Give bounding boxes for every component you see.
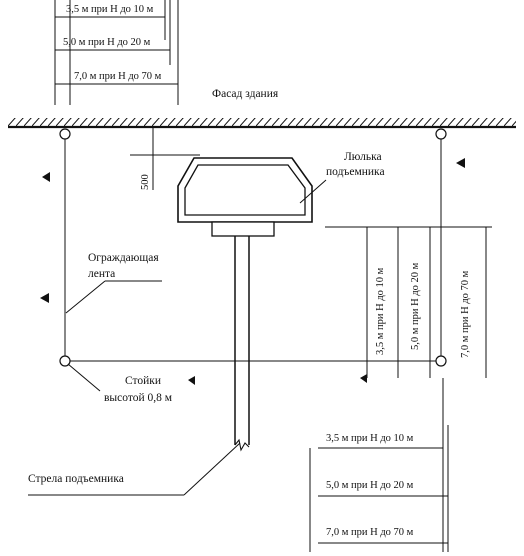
bottom-dimension-3-5: 3,5 м при Н до 10 м bbox=[326, 433, 414, 444]
flag-right-icon bbox=[456, 158, 465, 168]
cradle-label-line2: подъемника bbox=[326, 166, 385, 178]
flag-bottom-right-icon bbox=[360, 374, 367, 383]
cradle-label-line1: Люлька bbox=[344, 151, 382, 163]
bottom-dimension-7-0: 7,0 м при Н до 70 м bbox=[326, 527, 414, 538]
right-dimension-7-0: 7,0 м при Н до 70 м bbox=[460, 270, 471, 358]
tape-label-line2: лента bbox=[88, 268, 115, 280]
bottom-dimension-5-0: 5,0 м при Н до 20 м bbox=[326, 480, 414, 491]
right-dimension-group bbox=[325, 226, 492, 378]
post-top-right-icon bbox=[435, 128, 447, 140]
post-top-left-icon bbox=[59, 128, 71, 140]
top-dimension-7-0: 7,0 м при Н до 70 м bbox=[74, 71, 162, 82]
enclosure-tape bbox=[64, 139, 442, 362]
flag-icon-group bbox=[40, 158, 465, 385]
gap-dimension bbox=[130, 127, 200, 190]
bottom-dimension-group bbox=[309, 378, 449, 552]
top-dimension-5-0: 5,0 м при Н до 20 м bbox=[63, 37, 151, 48]
flag-left-upper-icon bbox=[42, 172, 50, 182]
lift-boom bbox=[234, 236, 250, 452]
lift-cradle bbox=[177, 157, 313, 237]
post-bottom-right-icon bbox=[435, 355, 447, 367]
flag-bottom-left-icon bbox=[188, 376, 195, 385]
building-facade bbox=[8, 118, 516, 129]
top-dimension-3-5: 3,5 м при Н до 10 м bbox=[66, 4, 154, 15]
right-dimension-5-0: 5,0 м при Н до 20 м bbox=[410, 262, 421, 350]
flag-left-lower-icon bbox=[40, 293, 49, 303]
tape-label-line1: Ограждающая bbox=[88, 252, 159, 264]
posts-label-line1: Стойки bbox=[125, 375, 161, 387]
posts-label-line2: высотой 0,8 м bbox=[104, 392, 173, 404]
right-dimension-3-5: 3,5 м при Н до 10 м bbox=[375, 267, 386, 355]
top-dimension-group bbox=[54, 0, 179, 105]
facade-label: Фасад здания bbox=[212, 88, 279, 100]
gap-500-label: 500 bbox=[140, 174, 151, 190]
boom-label: Стрела подъемника bbox=[28, 473, 124, 485]
